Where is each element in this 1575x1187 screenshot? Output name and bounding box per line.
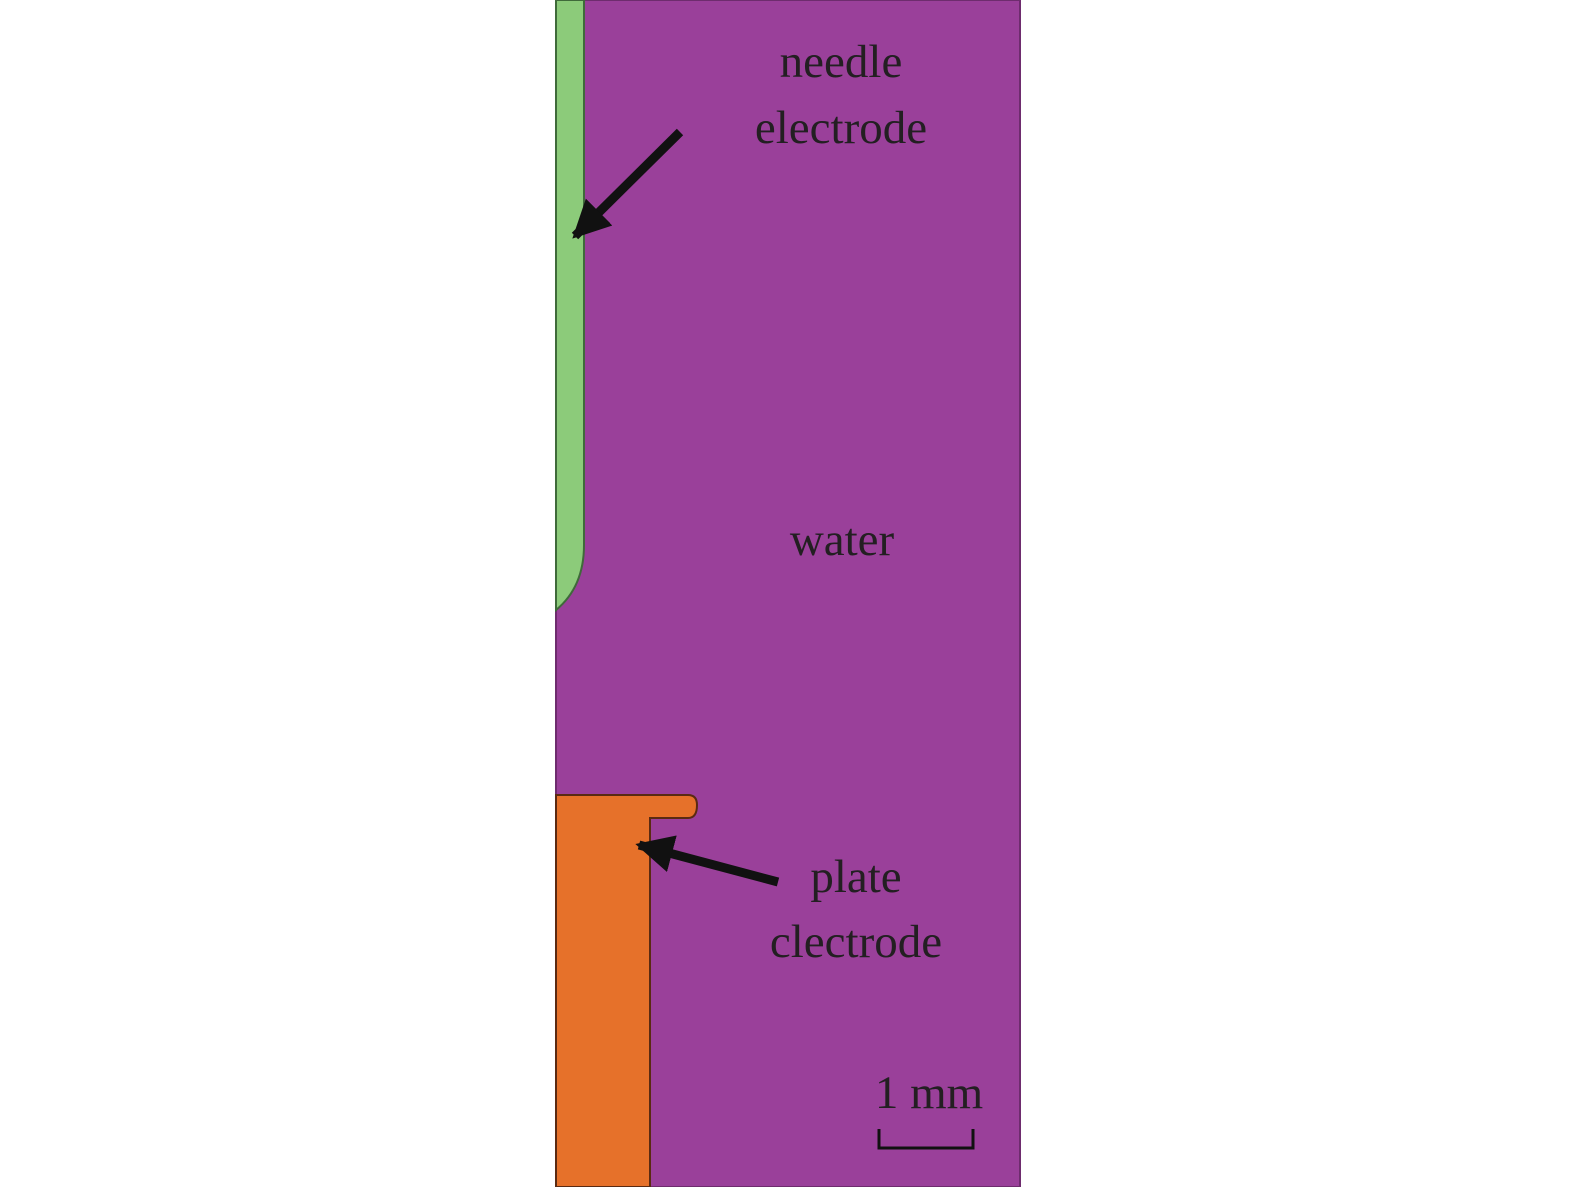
plate-electrode (555, 794, 699, 1187)
plate-electrode-label-line1: plate (810, 851, 901, 903)
scale-bar-label: 1 mm (875, 1067, 983, 1119)
needle-arrow (571, 128, 684, 240)
plate-electrode-label-line2: clectrode (770, 916, 942, 968)
scale-bar (877, 1129, 975, 1150)
needle-electrode-label-line1: needle (780, 36, 903, 88)
needle-electrode-label-line2: electrode (755, 102, 927, 154)
water-label: water (790, 514, 895, 566)
needle-electrode (555, 0, 585, 613)
plate-arrow (635, 835, 780, 887)
